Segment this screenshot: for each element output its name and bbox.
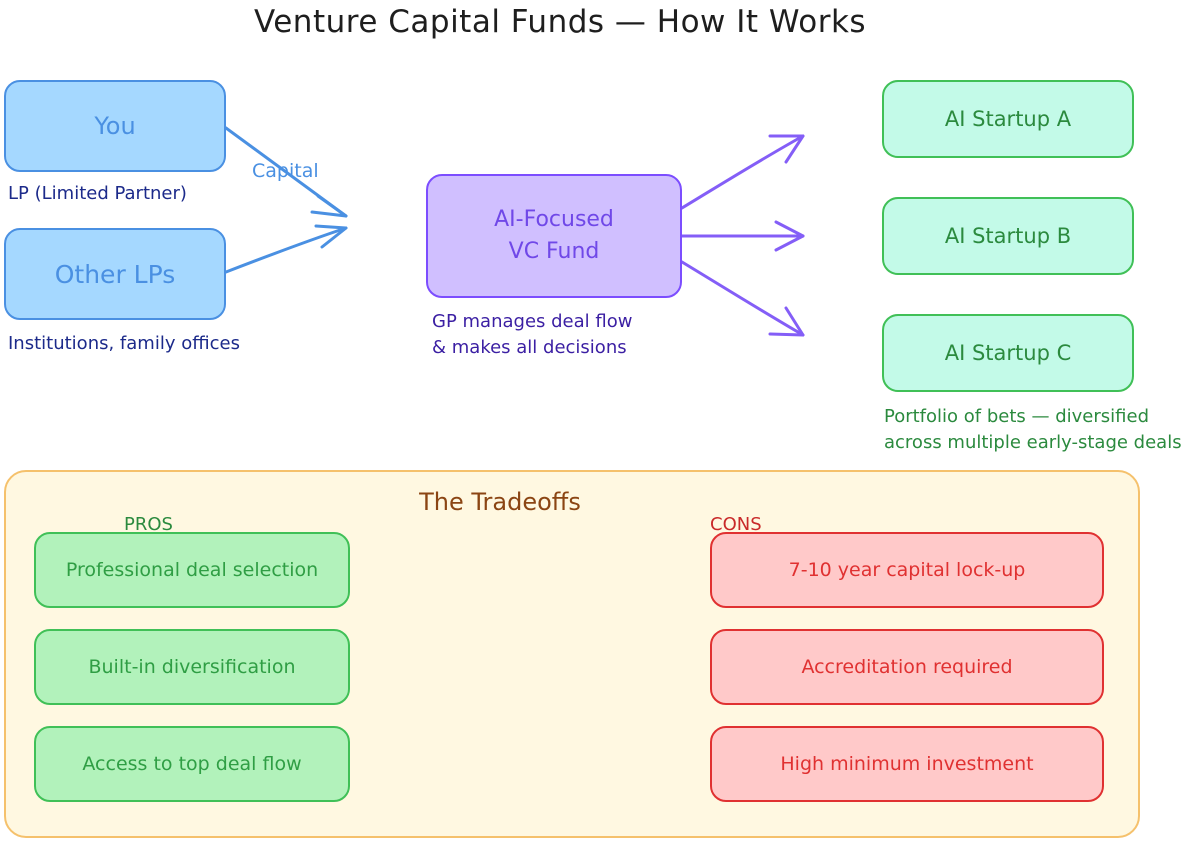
- capital-flow-label: Capital: [252, 160, 319, 182]
- con-item: Accreditation required: [710, 629, 1104, 705]
- con-item-label: Accreditation required: [801, 656, 1013, 678]
- arrow-fund-to-a-head: [768, 134, 805, 164]
- portfolio-note-line2: across multiple early-stage deals: [884, 432, 1182, 453]
- pro-item-label: Professional deal selection: [65, 559, 319, 581]
- fund-note-line2: & makes all decisions: [432, 337, 627, 358]
- tradeoffs-title: The Tradeoffs: [0, 488, 1000, 516]
- other-lps-box: Other LPs: [4, 228, 226, 320]
- vc-fund-line1: AI-Focused: [494, 207, 614, 232]
- con-item-label: High minimum investment: [780, 753, 1034, 775]
- startup-c-label: AI Startup C: [944, 341, 1072, 365]
- pro-item-label: Access to top deal flow: [82, 753, 302, 775]
- you-box: You: [4, 80, 226, 172]
- portfolio-note: Portfolio of bets — diversified across m…: [884, 404, 1200, 456]
- fund-note-line1: GP manages deal flow: [432, 311, 633, 332]
- other-lps-note: Institutions, family offices: [8, 333, 240, 354]
- arrow-fund-to-c: [680, 260, 805, 337]
- startup-b-box: AI Startup B: [882, 197, 1134, 275]
- con-item-label: 7-10 year capital lock-up: [788, 559, 1026, 581]
- con-item: High minimum investment: [710, 726, 1104, 802]
- startup-c-box: AI Startup C: [882, 314, 1134, 392]
- arrow-fund-to-b-head: [774, 220, 805, 252]
- arrow-other-to-fund-head: [314, 224, 348, 249]
- startup-b-label: AI Startup B: [944, 224, 1072, 248]
- arrow-fund-to-c-head: [768, 306, 805, 337]
- arrow-fund-to-a: [680, 134, 805, 210]
- vc-fund-box: AI-Focused VC Fund: [426, 174, 682, 298]
- arrow-you-to-fund-head: [310, 194, 348, 218]
- pro-item: Access to top deal flow: [34, 726, 350, 802]
- pro-item: Professional deal selection: [34, 532, 350, 608]
- pro-item: Built-in diversification: [34, 629, 350, 705]
- con-item: 7-10 year capital lock-up: [710, 532, 1104, 608]
- tradeoffs-title-text: The Tradeoffs: [419, 488, 581, 516]
- cons-label: CONS: [710, 514, 762, 532]
- vc-fund-line2: VC Fund: [508, 239, 600, 264]
- other-lps-label: Other LPs: [54, 259, 176, 289]
- diagram-title: Venture Capital Funds — How It Works: [253, 4, 867, 40]
- pros-label: PROS: [124, 514, 173, 532]
- you-note: LP (Limited Partner): [8, 183, 187, 204]
- portfolio-note-line1: Portfolio of bets — diversified: [884, 406, 1149, 427]
- fund-note: GP manages deal flow & makes all decisio…: [432, 309, 632, 361]
- you-label: You: [94, 112, 136, 140]
- pro-item-label: Built-in diversification: [88, 656, 296, 678]
- startup-a-label: AI Startup A: [944, 107, 1072, 131]
- arrow-other-to-fund: [224, 226, 348, 274]
- startup-a-box: AI Startup A: [882, 80, 1134, 158]
